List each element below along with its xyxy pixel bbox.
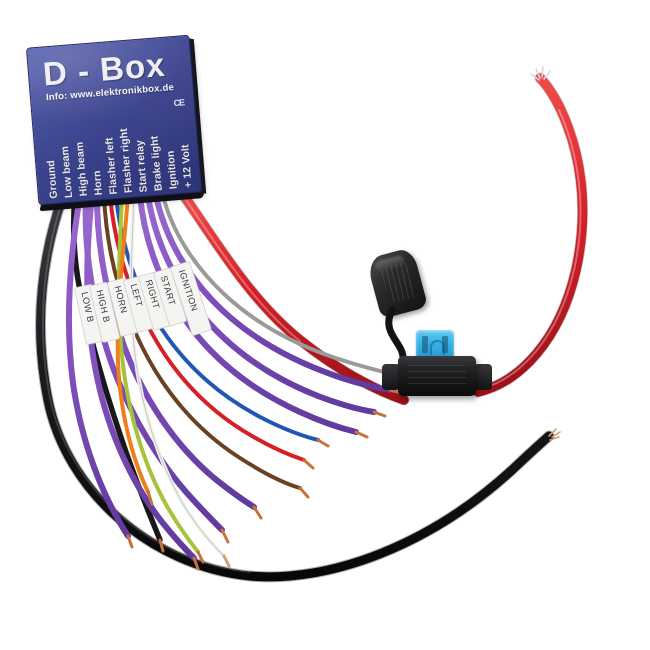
fuse-holder-body (398, 356, 476, 396)
power-wire-output (472, 66, 589, 398)
blade-fuse (416, 330, 454, 360)
inline-fuse-holder (365, 246, 508, 417)
signal-wires (65, 193, 416, 571)
wire-tag-high-beam: HIGH B (89, 282, 120, 343)
wire-tag-left: LEFT (123, 275, 155, 333)
wire-tag-horn: HORN (107, 277, 139, 337)
fuse-collar-right (474, 364, 492, 390)
ground-wire (35, 190, 561, 583)
wire-tag-ignition: IGNITION (170, 261, 212, 336)
fuse-holder-ribs (408, 365, 466, 387)
wire-tag-low-beam: LOW B (74, 284, 105, 345)
fuse-collar-left (382, 364, 400, 390)
fuse-element-arc (430, 340, 445, 355)
